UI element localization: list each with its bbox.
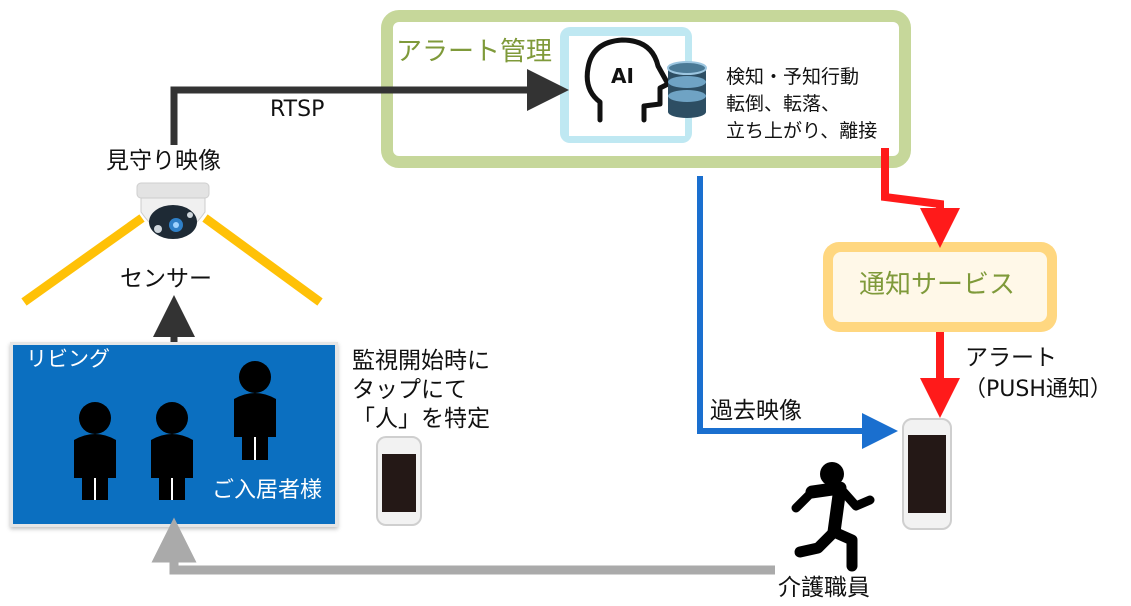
person-icon-1: [74, 402, 116, 500]
database-icon: [667, 61, 707, 118]
dome-camera-icon: [136, 182, 210, 239]
notification-service-box: [823, 242, 1057, 332]
running-person-icon: [791, 462, 875, 572]
caregiver-phone-icon: [902, 418, 952, 530]
past-video-label: 過去映像: [710, 398, 802, 424]
caregiver-feedback-arrow: [151, 517, 775, 575]
push-label: （PUSH通知）: [964, 377, 1112, 402]
rtsp-arrow: [170, 69, 569, 145]
detection-text: 検知・予知行動 転倒、転落、 立ち上がり、離接: [726, 66, 878, 142]
sensor-label: センサー: [120, 266, 212, 292]
ai-badge: AI: [611, 64, 634, 88]
ai-head-icon: [584, 37, 671, 123]
rtsp-label: RTSP: [270, 97, 325, 122]
resident-label: ご入居者様: [212, 478, 323, 503]
tablet-phone-icon: [376, 436, 422, 526]
sensor-line-right: [202, 214, 323, 306]
alert-management-title: アラート管理: [396, 37, 553, 67]
past-video-arrow: [697, 176, 898, 449]
alert-label: アラート: [965, 345, 1057, 371]
alert-to-notify-arrow: [881, 148, 960, 248]
sensor-line-left: [21, 214, 145, 306]
caregiver-label: 介護職員: [778, 575, 870, 601]
living-room-title: リビング: [26, 347, 110, 371]
notification-service-title: 通知サービス: [859, 270, 1016, 300]
person-icon-3: [234, 361, 276, 460]
watch-video-label: 見守り映像: [106, 148, 221, 174]
person-icon-2: [151, 402, 193, 500]
tap-instruction: 監視開始時に タップにて 「人」を特定: [352, 348, 490, 432]
